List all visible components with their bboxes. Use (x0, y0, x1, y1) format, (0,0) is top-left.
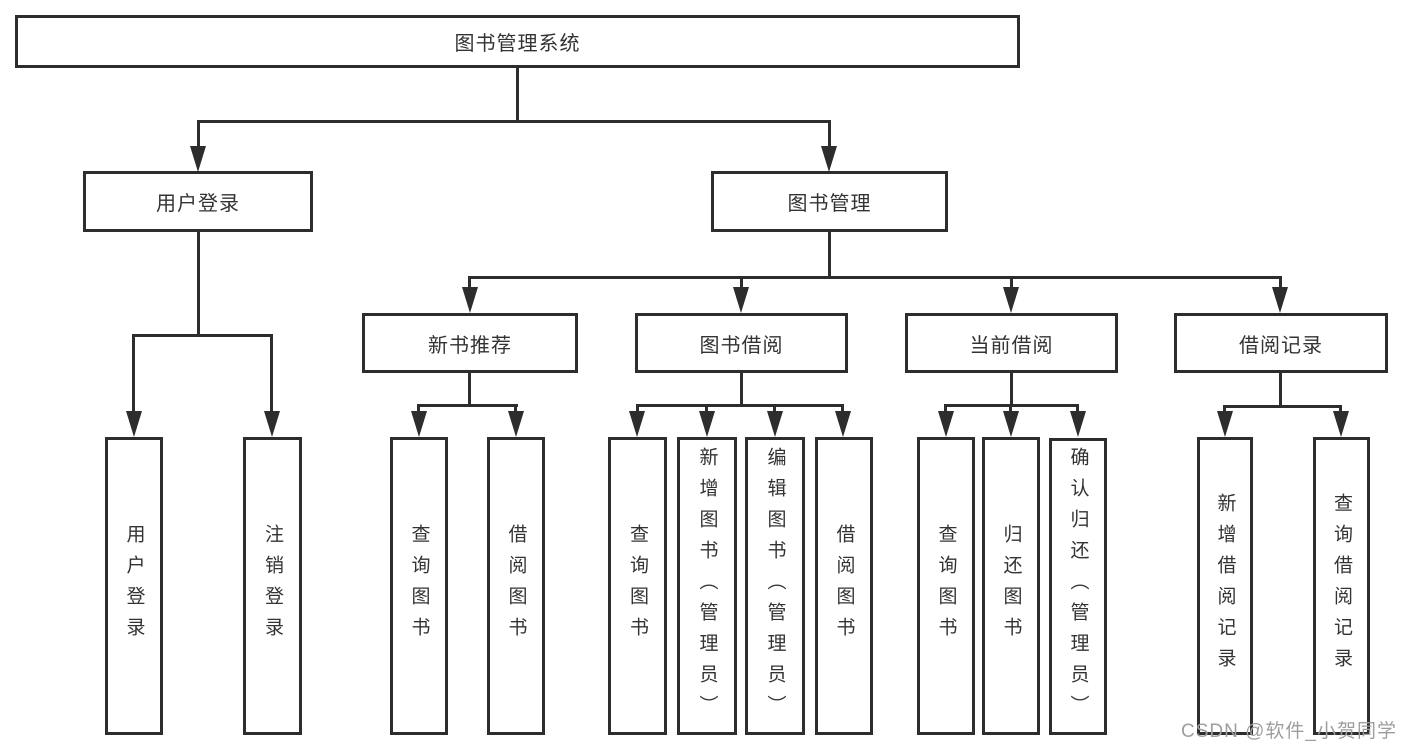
leaf-label: 新增借阅记录 (1214, 493, 1236, 679)
arrow-down-icon (629, 411, 645, 437)
connector-line (636, 404, 639, 414)
leaf-add-books-admin: 新增图书（管理员） (677, 437, 737, 735)
leaf-label: 注销登录 (262, 524, 283, 648)
leaf-label: 新增图书（管理员） (696, 446, 718, 726)
node-label: 用户登录 (156, 193, 240, 215)
arrow-down-icon (508, 411, 524, 437)
connector-line (636, 404, 844, 407)
leaf-label: 编辑图书（管理员） (764, 446, 786, 726)
leaf-label: 用户登录 (123, 524, 145, 648)
leaf-label: 归还图书 (1000, 524, 1022, 648)
arrow-down-icon (1003, 287, 1019, 313)
connector-line (1279, 373, 1282, 408)
node-current-borrowing: 当前借阅 (905, 313, 1118, 373)
connector-line (417, 404, 420, 414)
connector-line (828, 120, 831, 150)
connector-line (740, 276, 743, 290)
connector-line (1223, 405, 1226, 414)
connector-line (516, 68, 519, 122)
arrow-down-icon (411, 411, 427, 437)
node-label: 图书管理系统 (454, 33, 581, 55)
leaf-label: 借阅图书 (505, 524, 527, 648)
connector-line (197, 232, 200, 337)
connector-line (740, 373, 743, 407)
connector-line (132, 334, 135, 413)
leaf-confirm-return-admin: 确认归还（管理员） (1049, 438, 1107, 735)
arrow-down-icon (190, 146, 206, 172)
leaf-return-books: 归还图书 (982, 437, 1040, 735)
leaf-label: 借阅图书 (833, 524, 855, 648)
connector-line (1339, 405, 1342, 414)
connector-line (944, 404, 947, 414)
connector-line (417, 404, 518, 407)
connector-line (705, 404, 708, 414)
leaf-query-books-borrow: 查询图书 (608, 437, 667, 735)
node-label: 图书管理 (787, 193, 872, 215)
leaf-label: 确认归还（管理员） (1067, 447, 1089, 726)
arrow-down-icon (1333, 411, 1349, 437)
node-label: 图书借阅 (699, 334, 784, 357)
leaf-query-books-recommend: 查询图书 (390, 437, 448, 735)
arrow-down-icon (462, 287, 478, 313)
leaf-label: 查询借阅记录 (1331, 493, 1352, 679)
leaf-label: 查询图书 (627, 524, 648, 648)
connector-line (468, 276, 471, 290)
arrow-down-icon (126, 411, 142, 437)
leaf-edit-books-admin: 编辑图书（管理员） (745, 437, 805, 735)
connector-line (1010, 373, 1013, 407)
connector-line (1279, 276, 1282, 290)
node-label: 新书推荐 (428, 334, 512, 357)
arrow-down-icon (821, 146, 837, 172)
leaf-borrow-books-recommend: 借阅图书 (487, 437, 545, 735)
connector-line (773, 404, 776, 414)
connector-line (197, 120, 831, 123)
connector-line (270, 334, 273, 413)
node-new-book-recommendation: 新书推荐 (362, 313, 578, 373)
connector-line (828, 232, 831, 279)
node-book-management: 图书管理 (711, 171, 948, 232)
leaf-add-borrow-record: 新增借阅记录 (1197, 437, 1253, 735)
connector-line (1223, 405, 1342, 408)
arrow-down-icon (699, 411, 715, 437)
connector-line (1076, 404, 1079, 414)
arrow-down-icon (1217, 411, 1233, 437)
node-user-login: 用户登录 (83, 171, 313, 232)
arrow-down-icon (264, 411, 280, 437)
arrow-down-icon (835, 411, 851, 437)
leaf-user-login: 用户登录 (105, 437, 163, 735)
node-label: 当前借阅 (969, 334, 1054, 357)
connector-line (841, 404, 844, 414)
connector-line (514, 404, 517, 414)
leaf-query-borrow-record: 查询借阅记录 (1313, 437, 1370, 735)
node-library-management-system: 图书管理系统 (15, 15, 1020, 68)
arrow-down-icon (1272, 287, 1288, 313)
arrow-down-icon (1003, 411, 1019, 437)
leaf-borrow-books: 借阅图书 (815, 437, 873, 735)
arrow-down-icon (938, 411, 954, 437)
arrow-down-icon (767, 411, 783, 437)
connector-line (197, 120, 200, 150)
connector-line (132, 334, 273, 337)
leaf-label: 查询图书 (408, 524, 430, 648)
arrow-down-icon (733, 287, 749, 313)
arrow-down-icon (1070, 411, 1086, 437)
connector-line (1010, 276, 1013, 290)
node-borrowing-records: 借阅记录 (1174, 313, 1388, 373)
node-book-borrowing: 图书借阅 (635, 313, 848, 373)
leaf-label: 查询图书 (935, 524, 957, 648)
connector-line (1009, 404, 1012, 414)
connector-line (468, 373, 471, 407)
csdn-watermark: CSDN @软件_小贺同学 (1181, 721, 1397, 742)
connector-line (468, 276, 1282, 279)
leaf-query-books-current: 查询图书 (917, 437, 975, 735)
leaf-logout: 注销登录 (243, 437, 302, 735)
node-label: 借阅记录 (1239, 334, 1323, 357)
